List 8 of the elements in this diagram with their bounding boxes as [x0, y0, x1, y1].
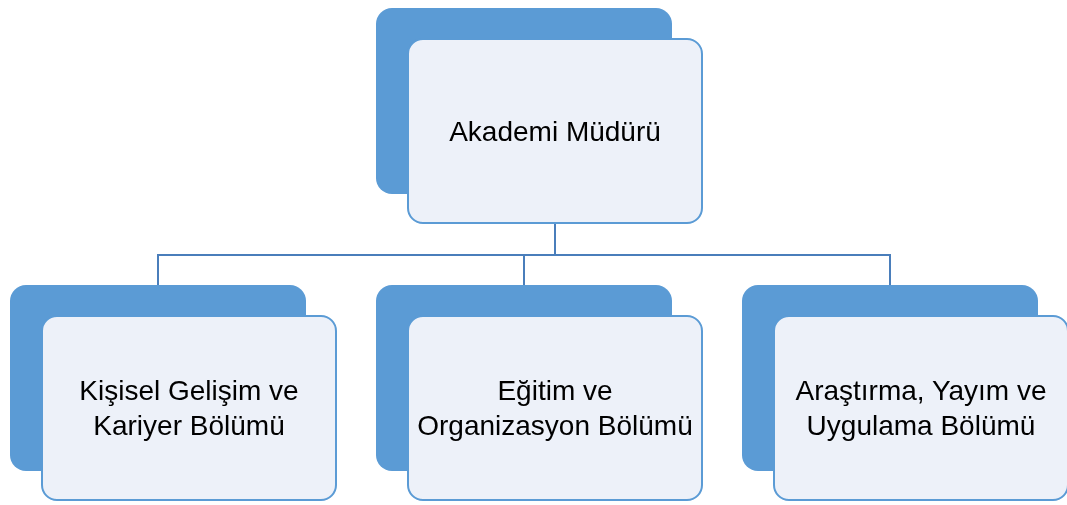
org-chart-box: [10, 285, 337, 501]
org-chart-box: [376, 285, 703, 501]
box-label: Eğitim ve Organizasyon Bölümü: [416, 374, 694, 443]
box-label: Kişisel Gelişim ve Kariyer Bölümü: [78, 374, 300, 443]
box-label: Akademi Müdürü: [449, 114, 661, 149]
org-chart-box: [742, 285, 1067, 501]
org-chart-box: [376, 8, 703, 224]
box-label: Araştırma, Yayım ve Uygulama Bölümü: [794, 374, 1048, 443]
